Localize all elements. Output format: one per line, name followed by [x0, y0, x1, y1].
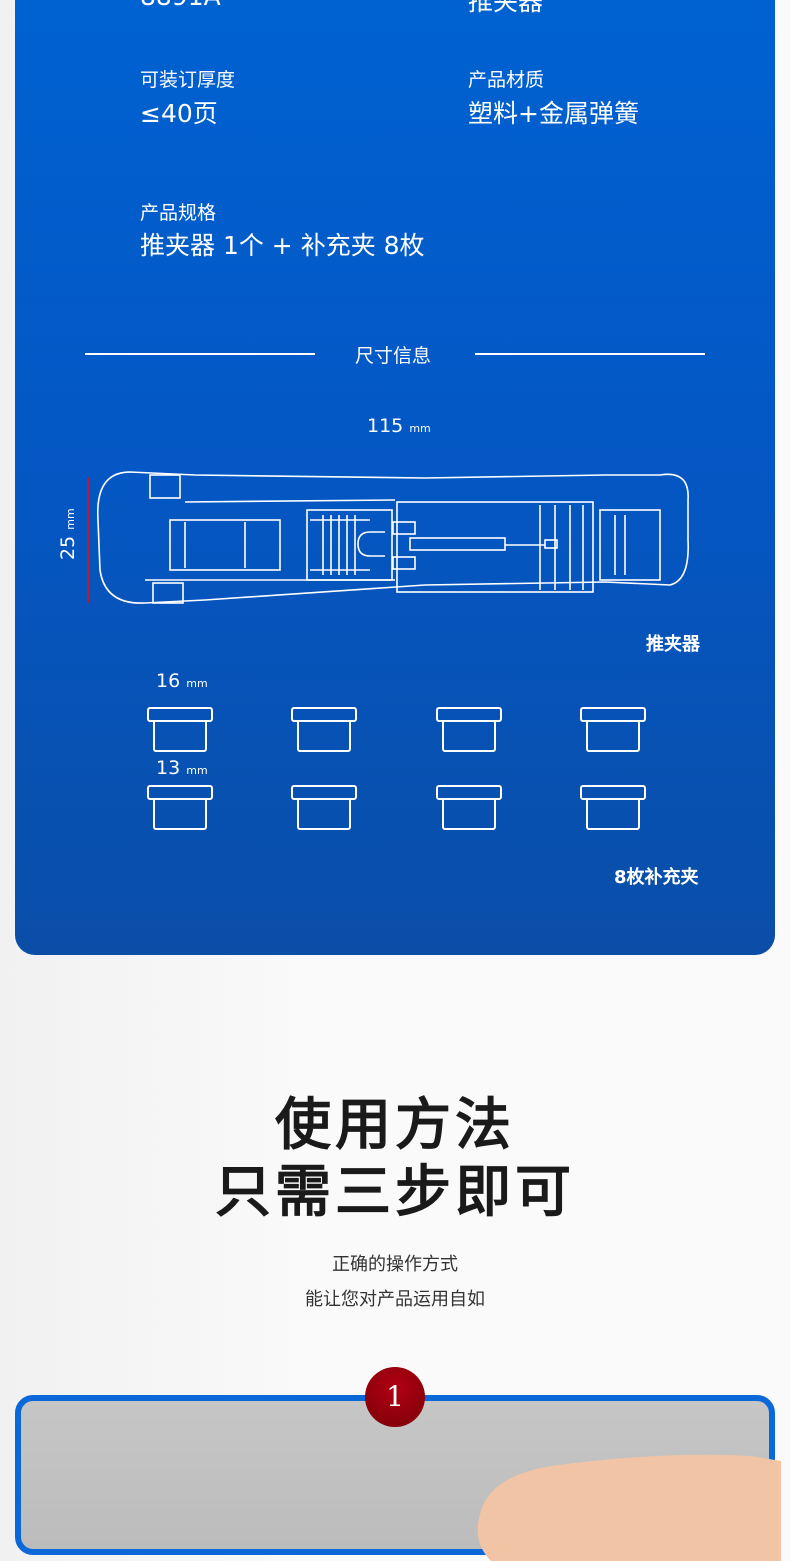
refill-clip [436, 707, 502, 753]
refill-clip [291, 785, 357, 831]
thickness-value: ≤40页 [140, 99, 218, 128]
clip-width-bottom-label: 13 mm [156, 757, 208, 779]
model-value: 8891A [140, 0, 221, 11]
refill-clip [291, 707, 357, 753]
refill-clip [580, 707, 646, 753]
specs-card: 8891A 推夹器 可装订厚度 ≤40页 产品材质 塑料+金属弹簧 产品规格 推… [15, 0, 775, 955]
section-title: 尺寸信息 [355, 345, 432, 367]
refill-clip [147, 785, 213, 831]
refill-clip [580, 785, 646, 831]
step-number-badge: 1 [365, 1367, 425, 1427]
spec-value: 推夹器 1个 + 补充夹 8枚 [140, 231, 425, 260]
spec-label: 产品规格 [140, 202, 217, 224]
usage-title-line2: 只需三步即可 [215, 1160, 575, 1225]
usage-title-line1: 使用方法 [275, 1093, 515, 1158]
clip-width-top-label: 16 mm [156, 670, 208, 692]
height-label: 25 mm [57, 508, 79, 560]
hand-photo [477, 1454, 781, 1561]
material-value: 塑料+金属弹簧 [468, 99, 639, 128]
remover-caption: 推夹器 [646, 634, 700, 655]
usage-subtitle-line1: 正确的操作方式 [332, 1254, 458, 1275]
thickness-label: 可装订厚度 [140, 69, 236, 91]
usage-subtitle-line2: 能让您对产品运用自如 [305, 1289, 485, 1310]
type-value: 推夹器 [468, 0, 544, 16]
length-label: 115 mm [367, 415, 431, 437]
divider-left [85, 353, 315, 355]
refill-clip [147, 707, 213, 753]
refill-clip [436, 785, 502, 831]
remover-drawing [87, 471, 689, 604]
divider-right [475, 353, 705, 355]
clips-caption: 8枚补充夹 [614, 867, 699, 888]
material-label: 产品材质 [468, 69, 545, 91]
